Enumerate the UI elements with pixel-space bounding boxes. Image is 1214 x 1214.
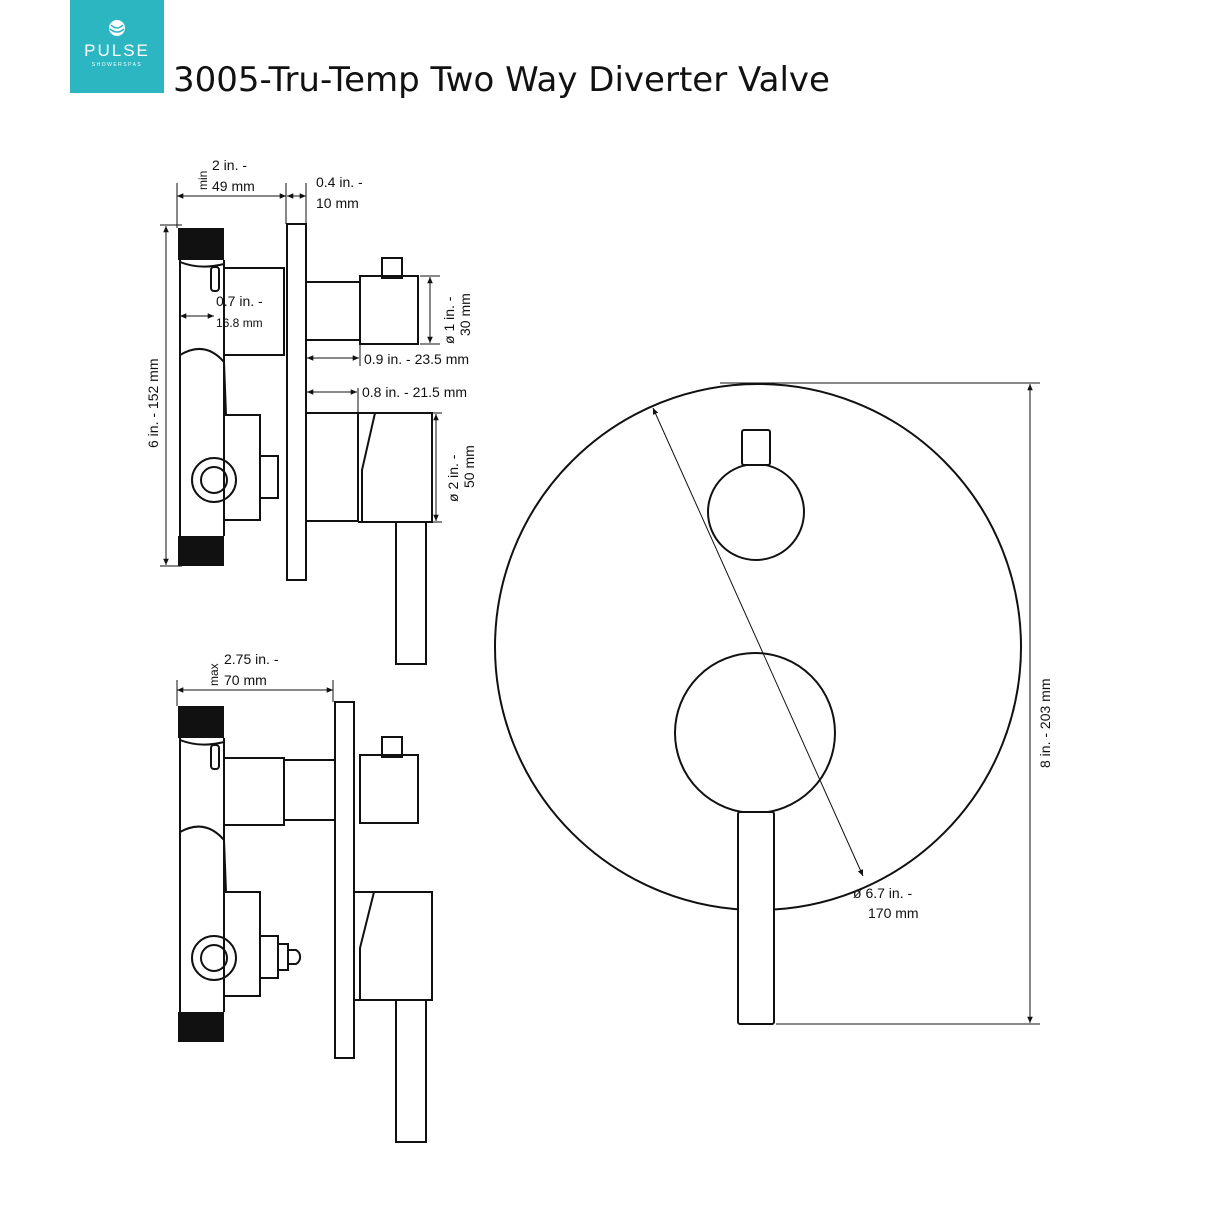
side-view-top: min 2 in. - 49 mm 0.4 in. - 10 mm 0.7 in…	[145, 157, 477, 665]
handle-lever-side	[395, 521, 427, 665]
plate-diameter-line2: 170 mm	[868, 905, 919, 921]
min-depth-prefix: min	[196, 171, 210, 190]
logo-tagline-text: SHOWERSPAS	[92, 62, 142, 68]
diverter-pin-front	[741, 429, 771, 466]
body-offset-line1: 0.7 in. -	[216, 293, 263, 309]
valve-clip-bottom	[210, 744, 220, 770]
max-depth-line1: 2.75 in. -	[224, 651, 279, 667]
overall-height-label: 8 in. - 203 mm	[1037, 679, 1053, 768]
logo-brand-text: PULSE	[84, 41, 150, 60]
shower-ball-icon	[109, 20, 125, 36]
cartridge-port-outer	[191, 457, 237, 503]
extension-nut-bottom	[278, 943, 302, 971]
max-depth-line2: 70 mm	[224, 672, 267, 688]
plate-thickness-line1: 0.4 in. -	[316, 174, 363, 190]
diverter-pin	[381, 257, 403, 279]
cartridge-port-inner-bottom	[200, 944, 228, 972]
valve-mount-nut	[259, 455, 279, 499]
front-view: ø 6.7 in. - 170 mm 8 in. - 203 mm	[494, 382, 1053, 1025]
diverter-pin-bottom	[381, 736, 403, 758]
logo-graphic: PULSE SHOWERSPAS	[84, 20, 150, 68]
page-title: 3005-Tru-Temp Two Way Diverter Valve	[173, 60, 830, 100]
valve-body-outline	[179, 260, 285, 536]
diverter-stem-bottom	[283, 759, 336, 821]
handle-body-side	[358, 412, 433, 523]
handle-stem	[305, 412, 359, 522]
cartridge-port-inner	[200, 466, 228, 494]
plate-thickness-line2: 10 mm	[316, 195, 359, 211]
side-view-bottom: max 2.75 in. - 70 mm	[176, 651, 433, 1143]
valve-mount-nut-bottom	[259, 935, 279, 979]
diverter-knob-side-bottom	[359, 754, 419, 824]
diverter-diameter-line2: 30 mm	[457, 293, 473, 336]
diverter-diameter-line1: ø 1 in. -	[441, 296, 457, 344]
brand-logo: PULSE SHOWERSPAS	[70, 0, 164, 93]
body-offset-line2: 16.8 mm	[216, 316, 263, 330]
outlet-thread-bottom	[178, 1012, 224, 1042]
outlet-thread-top	[178, 536, 224, 566]
handle-body-side-bottom	[354, 891, 433, 1001]
min-depth-line1: 2 in. -	[212, 157, 247, 173]
valve-body-outline-bottom	[179, 738, 285, 1012]
plate-diameter-line1: ø 6.7 in. -	[853, 885, 912, 901]
diverter-stem	[305, 281, 361, 341]
height-label: 6 in. - 152 mm	[145, 359, 161, 448]
inlet-thread-top	[178, 228, 224, 260]
diverter-knob-side	[359, 275, 419, 345]
diverter-knob-front	[707, 463, 805, 561]
valve-clip	[210, 266, 220, 292]
handle-diameter-line2: 50 mm	[461, 445, 477, 488]
handle-lever-front	[737, 811, 775, 1025]
diverter-projection-label: 0.9 in. - 23.5 mm	[364, 351, 469, 367]
inlet-thread-bottom	[178, 706, 224, 738]
handle-hub-front	[674, 652, 836, 814]
wall-plate-side-bottom	[334, 701, 355, 1059]
handle-diameter-line1: ø 2 in. -	[445, 454, 461, 502]
max-depth-prefix: max	[207, 663, 221, 686]
handle-projection-label: 0.8 in. - 21.5 mm	[362, 384, 467, 400]
handle-lever-side-bottom	[395, 999, 427, 1143]
wall-plate-side	[286, 223, 307, 581]
min-depth-line2: 49 mm	[212, 178, 255, 194]
cartridge-port-outer-bottom	[191, 935, 237, 981]
